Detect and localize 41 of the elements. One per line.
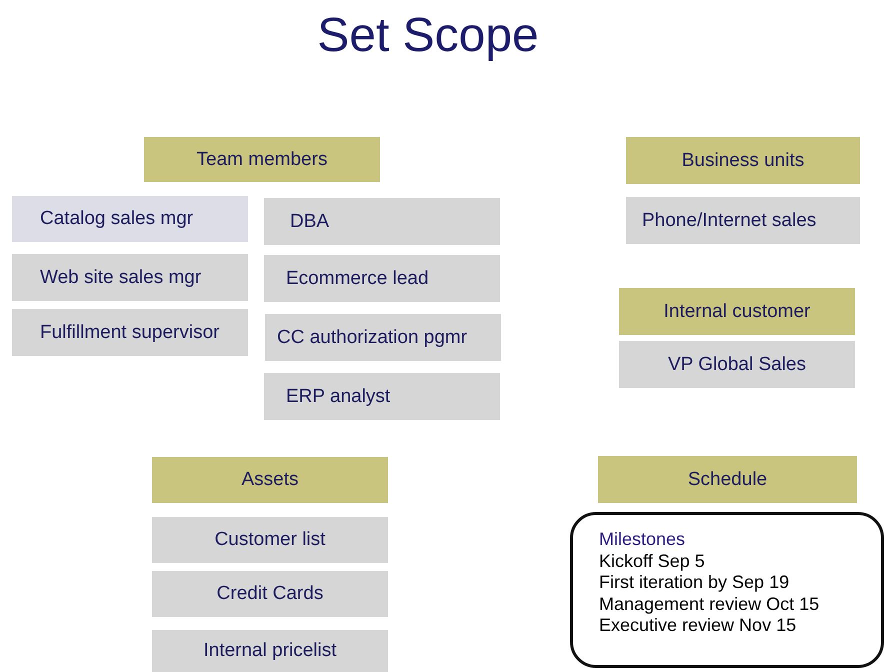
- item-box: [12, 309, 248, 356]
- item-box: [12, 196, 248, 242]
- title: Set Scope: [316, 8, 540, 63]
- item-box: [626, 197, 860, 244]
- item-label: Fulfillment supervisor: [40, 322, 220, 344]
- section-heading: Internal customer: [664, 300, 810, 322]
- header-box: [144, 137, 380, 182]
- item-label: Catalog sales mgr: [40, 208, 194, 230]
- milestones-heading: Milestones: [599, 529, 686, 551]
- item-box: [264, 198, 500, 245]
- item-box: [152, 571, 388, 617]
- item-box: [264, 255, 500, 302]
- milestone-text: Kickoff Sep 5: [599, 550, 706, 572]
- section-heading: Team members: [196, 148, 328, 170]
- item-label: DBA: [290, 210, 330, 232]
- item-box: [265, 314, 501, 361]
- item-label: Phone/Internet sales: [642, 210, 816, 232]
- item-label: Credit Cards: [216, 583, 324, 605]
- header-box: [598, 456, 857, 503]
- header-box: [626, 137, 860, 184]
- milestone-text: Management review Oct 15: [599, 594, 820, 616]
- section-heading: Business units: [682, 150, 804, 172]
- milestones-box: [570, 512, 884, 668]
- item-label: VP Global Sales: [668, 354, 806, 376]
- item-label: ERP analyst: [286, 386, 390, 408]
- item-label: Ecommerce lead: [286, 268, 429, 290]
- item-box: [152, 517, 388, 563]
- item-label: CC authorization pgmr: [277, 326, 468, 348]
- item-label: Internal pricelist: [203, 640, 337, 662]
- header-box: [619, 288, 855, 335]
- item-box: [12, 254, 248, 301]
- header-box: [152, 457, 388, 503]
- item-box: [264, 373, 500, 420]
- section-heading: Schedule: [688, 468, 768, 490]
- item-label: Web site sales mgr: [40, 266, 202, 288]
- section-heading: Assets: [241, 469, 299, 491]
- milestone-text: Executive review Nov 15: [599, 615, 798, 637]
- item-label: Customer list: [214, 529, 326, 551]
- item-box: [619, 341, 855, 388]
- milestone-text: First iteration by Sep 19: [599, 572, 790, 594]
- item-box: [152, 630, 388, 672]
